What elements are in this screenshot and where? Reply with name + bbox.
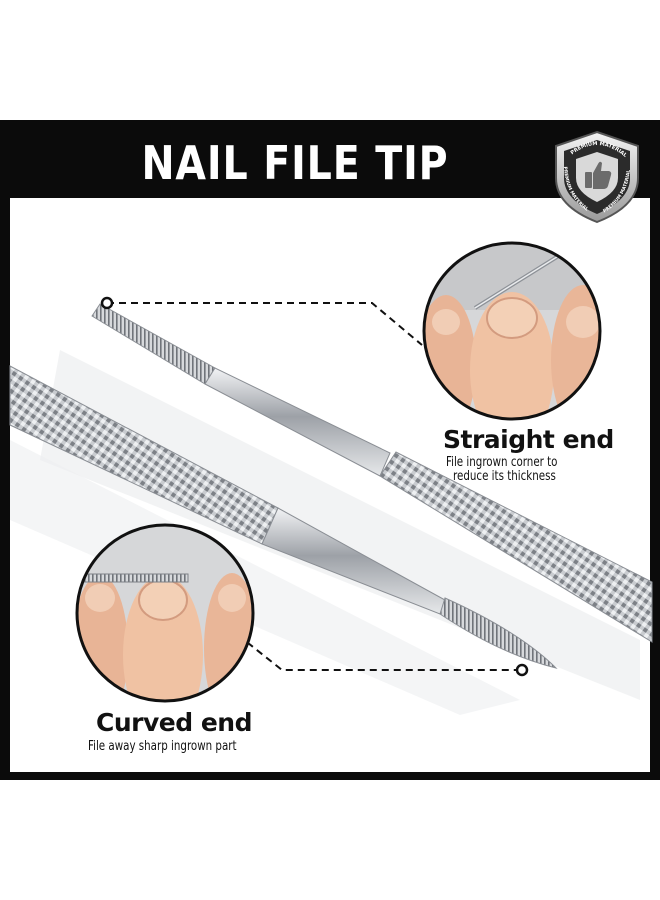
page-title: NAIL FILE TIP [141, 136, 449, 190]
straight-end-description: File ingrown corner to reduce its thickn… [446, 456, 596, 484]
straight-end-tool [91, 303, 653, 643]
straight-file-tip [91, 303, 216, 385]
straight-handle [379, 451, 653, 643]
curved-end-photo [77, 525, 253, 701]
premium-material-badge: PREMIUM MATERIAL PREMIUM MATERIAL PREMIU… [555, 130, 639, 224]
curved-end-marker [515, 663, 529, 677]
straight-end-title: Straight end [443, 425, 614, 454]
curved-file-tip [439, 597, 558, 669]
straight-end-line2: reduce its thickness [453, 469, 556, 484]
curved-end-description: File away sharp ingrown part [88, 739, 237, 754]
straight-end-line1: File ingrown corner to [446, 455, 558, 470]
straight-end-leader [107, 302, 423, 346]
thumbs-up-icon [585, 161, 612, 189]
straight-end-marker [100, 296, 114, 310]
curved-end-tool [9, 365, 558, 669]
curved-end-leader [237, 634, 518, 671]
curved-end-title: Curved end [96, 708, 252, 737]
